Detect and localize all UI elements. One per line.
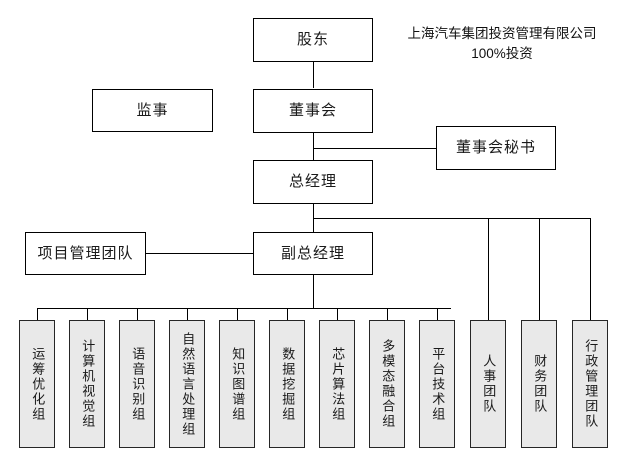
node-project-management-team-label: 项目管理团队 (37, 244, 134, 262)
node-hr-team-label: 人事团队 (481, 354, 497, 414)
support-bus-horizontal (313, 218, 591, 219)
drop-multimodal-fusion-group (387, 308, 388, 320)
node-shareholder-label: 股东 (296, 31, 329, 48)
node-platform-tech-group[interactable]: 平台技术组 (419, 320, 455, 448)
node-general-manager-label: 总经理 (288, 173, 337, 190)
node-knowledge-graph-group[interactable]: 知识图谱组 (219, 320, 255, 448)
node-shareholder[interactable]: 股东 (253, 18, 373, 62)
node-board-secretary-label: 董事会秘书 (455, 139, 536, 156)
connector-junction-to-board-secretary (313, 148, 436, 149)
node-chip-algorithm-group[interactable]: 芯片算法组 (319, 320, 355, 448)
node-supervisor[interactable]: 监事 (92, 89, 213, 132)
drop-data-mining-group (287, 308, 288, 320)
node-nlp-group[interactable]: 自然语言处理组 (169, 320, 205, 448)
drop-admin-management-team (590, 218, 591, 320)
node-board-secretary[interactable]: 董事会秘书 (436, 126, 556, 170)
node-ops-optimization-group-label: 运筹优化组 (30, 346, 46, 422)
node-computer-vision-group-label: 计算机视觉组 (80, 339, 96, 429)
drop-ops-optimization-group (37, 308, 38, 320)
company-investment-note: 上海汽车集团投资管理有限公司 100%投资 (407, 26, 597, 61)
drop-speech-recognition-group (137, 308, 138, 320)
connector-deputy-down (313, 275, 314, 308)
node-chip-algorithm-group-label: 芯片算法组 (330, 346, 346, 422)
node-supervisor-label: 监事 (136, 101, 169, 119)
drop-knowledge-graph-group (237, 308, 238, 320)
group-bus-horizontal (37, 308, 451, 309)
connector-project-team-to-deputy (146, 253, 254, 254)
node-deputy-general-manager-label: 副总经理 (280, 244, 345, 262)
node-deputy-general-manager[interactable]: 副总经理 (253, 232, 373, 275)
node-admin-management-team[interactable]: 行政管理团队 (572, 320, 608, 448)
node-admin-management-team-label: 行政管理团队 (583, 339, 599, 429)
node-board[interactable]: 董事会 (253, 89, 373, 133)
node-computer-vision-group[interactable]: 计算机视觉组 (69, 320, 105, 448)
node-project-management-team[interactable]: 项目管理团队 (25, 232, 146, 275)
node-knowledge-graph-group-label: 知识图谱组 (230, 346, 246, 422)
connector-general-manager-to-deputy (313, 218, 314, 232)
connector-shareholder-to-board (313, 62, 314, 88)
connector-general-manager-down (313, 204, 314, 218)
drop-computer-vision-group (87, 308, 88, 320)
drop-chip-algorithm-group (337, 308, 338, 320)
node-platform-tech-group-label: 平台技术组 (430, 346, 446, 422)
node-board-label: 董事会 (288, 102, 337, 119)
node-data-mining-group[interactable]: 数据挖掘组 (269, 320, 305, 448)
node-general-manager[interactable]: 总经理 (253, 160, 373, 204)
node-data-mining-group-label: 数据挖掘组 (280, 346, 296, 422)
node-speech-recognition-group-label: 语音识别组 (130, 346, 146, 422)
node-ops-optimization-group[interactable]: 运筹优化组 (19, 320, 55, 448)
node-finance-team-label: 财务团队 (532, 354, 548, 414)
drop-hr-team (488, 218, 489, 320)
node-speech-recognition-group[interactable]: 语音识别组 (119, 320, 155, 448)
drop-nlp-group (187, 308, 188, 320)
node-hr-team[interactable]: 人事团队 (470, 320, 506, 448)
drop-finance-team (539, 218, 540, 320)
connector-junction-to-general-manager (313, 148, 314, 160)
node-multimodal-fusion-group-label: 多模态融合组 (380, 339, 396, 429)
node-nlp-group-label: 自然语言处理组 (180, 331, 196, 437)
connector-board-to-junction (313, 133, 314, 148)
node-multimodal-fusion-group[interactable]: 多模态融合组 (369, 320, 405, 448)
node-finance-team[interactable]: 财务团队 (521, 320, 557, 448)
drop-platform-tech-group (437, 308, 438, 320)
